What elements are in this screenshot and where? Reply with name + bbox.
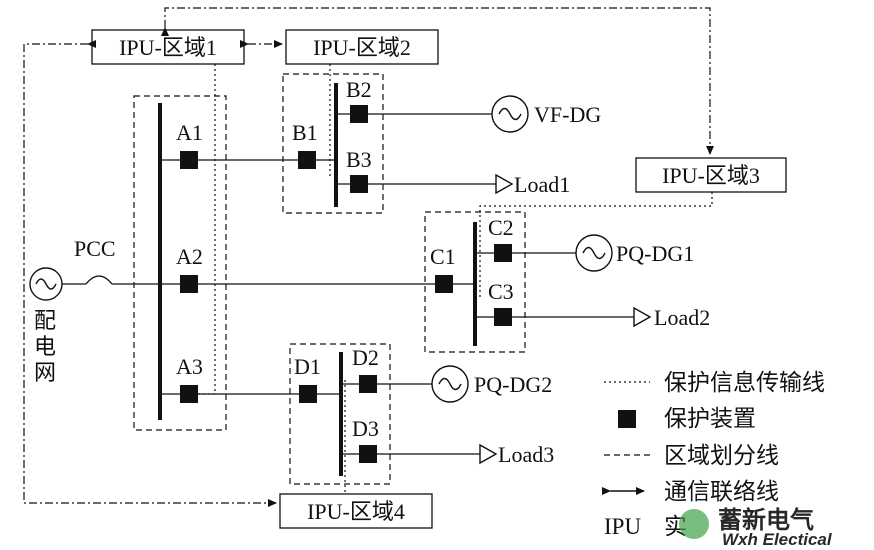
label-pq-dg1: PQ-DG1 xyxy=(616,241,694,266)
zone-d-boundary xyxy=(289,343,391,485)
label-grid-1: 配 xyxy=(34,308,56,333)
communication-links xyxy=(23,7,714,507)
device-b1 xyxy=(298,151,316,169)
ac-sources xyxy=(29,95,613,403)
device-c1 xyxy=(435,275,453,293)
legend-comm-line: 通信联络线 xyxy=(602,479,779,504)
label-grid-3: 网 xyxy=(34,360,56,385)
device-b3 xyxy=(350,175,368,193)
zone-c-boundary xyxy=(424,211,526,353)
watermark-cn: 蓄新电气 xyxy=(718,506,814,534)
label-c1: C1 xyxy=(430,244,456,269)
pcc-switch xyxy=(85,275,113,285)
legend: 保护信息传输线 保护装置 区域划分线 通信联络线 IPU 实 xyxy=(602,370,825,539)
legend-info-line-label: 保护信息传输线 xyxy=(664,370,825,395)
legend-ipu-partial: IPU xyxy=(604,514,641,539)
info-line-c xyxy=(479,192,713,300)
label-b3: B3 xyxy=(346,147,372,172)
device-a2 xyxy=(180,275,198,293)
label-grid-2: 电 xyxy=(34,334,56,359)
loads xyxy=(479,173,652,465)
comm-link-zone1-zone3 xyxy=(161,7,714,155)
pq-dg1-source-icon xyxy=(575,234,613,272)
label-d2: D2 xyxy=(352,345,379,370)
ipu-zone2-box: IPU-区域2 xyxy=(285,29,439,65)
label-a3: A3 xyxy=(176,354,203,379)
protection-devices xyxy=(180,105,512,463)
label-d1: D1 xyxy=(294,354,321,379)
device-a3 xyxy=(180,385,198,403)
load1-icon xyxy=(495,173,514,195)
device-c2 xyxy=(494,244,512,262)
load3-icon xyxy=(479,443,498,465)
info-line-a xyxy=(196,64,216,395)
grid-source-icon xyxy=(29,267,63,301)
label-a1: A1 xyxy=(176,120,203,145)
label-d3: D3 xyxy=(352,416,379,441)
grid-labels: PCC 配 电 网 xyxy=(34,236,116,385)
ipu-zone1-label: IPU-区域1 xyxy=(119,35,217,60)
vf-dg-source-icon xyxy=(491,95,529,133)
device-labels: VF-DG PQ-DG1 PQ-DG2 Load1 Load2 Load3 xyxy=(474,102,710,467)
label-c2: C2 xyxy=(488,215,514,240)
device-a1 xyxy=(180,151,198,169)
device-b2 xyxy=(350,105,368,123)
device-d3 xyxy=(359,445,377,463)
label-b2: B2 xyxy=(346,77,372,102)
legend-zone-line: 区域划分线 xyxy=(604,443,779,468)
ipu-zone4-box: IPU-区域4 xyxy=(279,493,433,529)
watermark: 蓄新电气 Wxh Electical xyxy=(679,506,833,549)
ipu-zone2-label: IPU-区域2 xyxy=(313,35,411,60)
device-c3 xyxy=(494,308,512,326)
legend-info-line: 保护信息传输线 xyxy=(604,370,825,395)
device-d1 xyxy=(299,385,317,403)
label-vf-dg: VF-DG xyxy=(534,102,601,127)
watermark-en: Wxh Electical xyxy=(722,530,833,549)
node-labels: A1 A2 A3 B1 B2 B3 C1 C2 C3 D1 D2 D3 xyxy=(176,77,514,441)
legend-protection-device: 保护装置 xyxy=(618,406,756,431)
load2-icon xyxy=(633,306,652,328)
label-pcc: PCC xyxy=(74,236,116,261)
label-load3: Load3 xyxy=(498,442,554,467)
ipu-zone4-label: IPU-区域4 xyxy=(307,499,405,524)
label-b1: B1 xyxy=(292,120,318,145)
ipu-zone3-label: IPU-区域3 xyxy=(662,163,760,188)
label-pq-dg2: PQ-DG2 xyxy=(474,372,552,397)
watermark-logo-icon xyxy=(679,509,709,539)
pq-dg2-source-icon xyxy=(431,365,469,403)
label-load1: Load1 xyxy=(514,172,570,197)
legend-zone-line-label: 区域划分线 xyxy=(664,443,779,468)
ipu-zone1-box: IPU-区域1 xyxy=(91,29,245,65)
ipu-zone3-box: IPU-区域3 xyxy=(635,157,787,193)
comm-link-zone1-zone4 xyxy=(23,40,277,507)
legend-comm-line-label: 通信联络线 xyxy=(664,479,779,504)
device-d2 xyxy=(359,375,377,393)
label-a2: A2 xyxy=(176,244,203,269)
label-c3: C3 xyxy=(488,279,514,304)
legend-protection-device-label: 保护装置 xyxy=(664,406,756,431)
label-load2: Load2 xyxy=(654,305,710,330)
buses xyxy=(158,83,477,476)
